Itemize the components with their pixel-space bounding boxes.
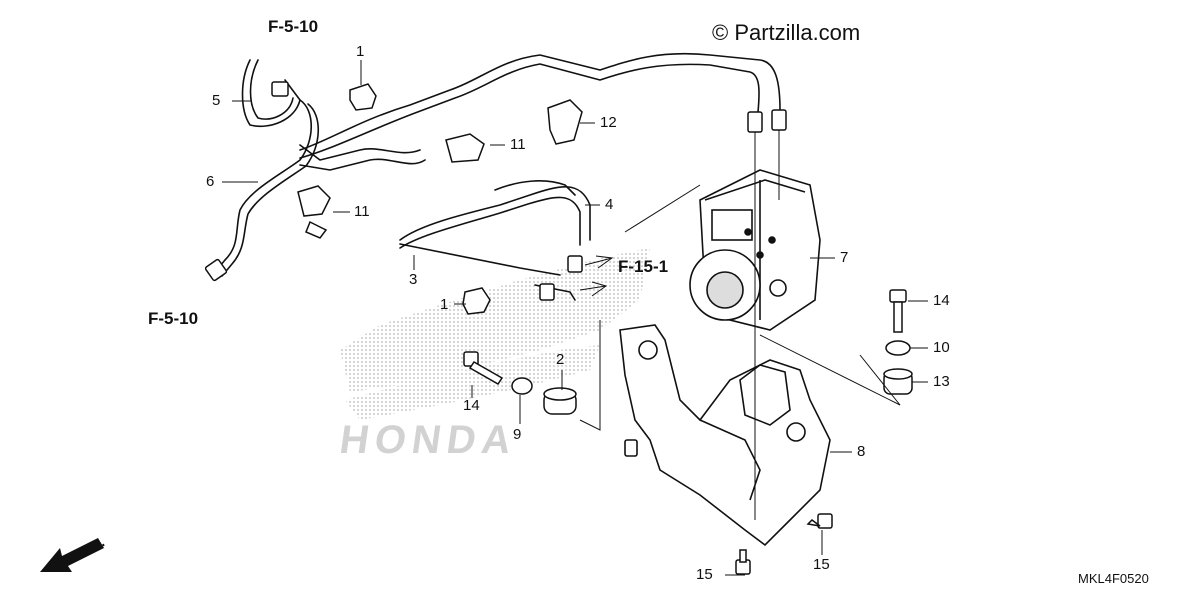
callout-11-left: 11: [354, 203, 370, 220]
callout-4: 4: [605, 196, 614, 213]
callout-8: 8: [857, 443, 866, 460]
callout-1-center: 1: [440, 296, 449, 313]
abs-bracket: [619, 324, 831, 547]
honda-logo-watermark: HONDA: [336, 418, 520, 462]
callout-9: 9: [513, 426, 522, 443]
callout-6: 6: [206, 173, 215, 190]
callout-12: 12: [600, 114, 617, 131]
reference-label-top: F-5-10: [268, 17, 319, 36]
reference-label-center: F-15-1: [618, 257, 669, 276]
diagram-code: MKL4F0520: [1078, 571, 1149, 586]
callout-2: 2: [556, 351, 565, 368]
clamps: [297, 83, 583, 315]
callout-3: 3: [409, 271, 418, 288]
callout-10: 10: [933, 339, 950, 356]
hardware: [463, 289, 913, 575]
callout-15-left: 15: [696, 566, 713, 583]
pipe-fittings: [204, 81, 787, 301]
callout-1-top: 1: [356, 43, 365, 60]
honda-wing-watermark: [340, 248, 650, 420]
front-arrow-icon: [40, 538, 104, 572]
callout-13: 13: [933, 373, 950, 390]
callout-14-right: 14: [933, 292, 950, 309]
callout-5: 5: [212, 92, 221, 109]
callout-14-left: 14: [463, 397, 480, 414]
abs-modulator: [689, 169, 821, 331]
callout-15-right: 15: [813, 556, 830, 573]
copyright-text: © Partzilla.com: [712, 20, 861, 45]
callout-7: 7: [840, 249, 849, 266]
reference-label-left: F-5-10: [148, 309, 199, 328]
brake-pipes: [214, 52, 781, 301]
leader-lines: [222, 60, 928, 576]
callout-11-right: 11: [510, 136, 526, 153]
